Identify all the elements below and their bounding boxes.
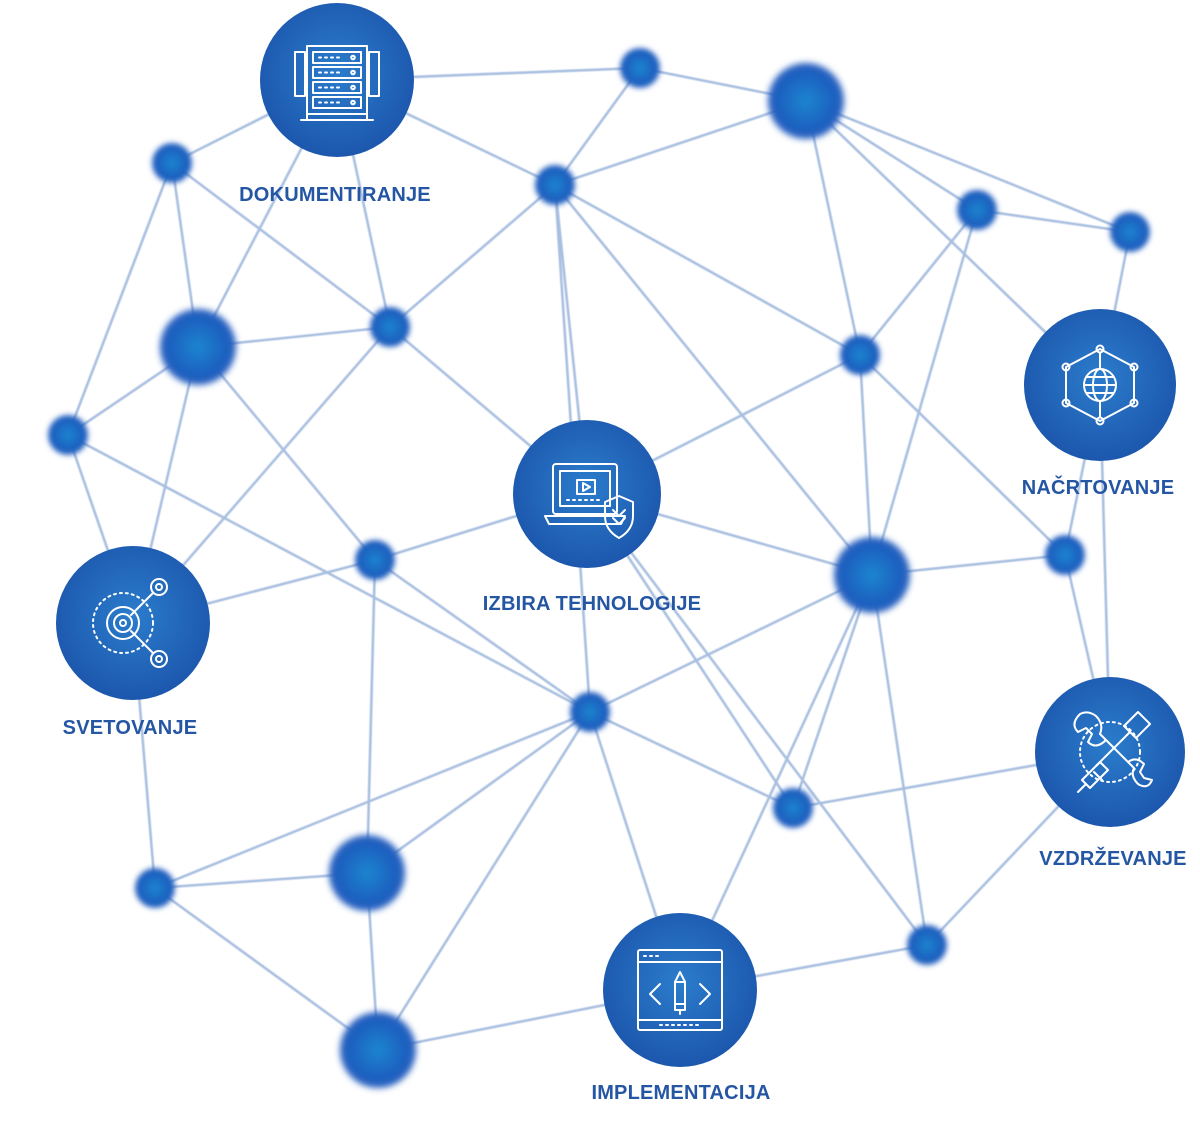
network-edge <box>804 99 1132 234</box>
hub-svetovanje <box>56 546 210 700</box>
network-edge <box>870 573 929 947</box>
network-edge <box>588 710 795 810</box>
nodes <box>48 48 1150 1088</box>
network-edge <box>388 183 557 329</box>
network-node <box>768 63 844 139</box>
wrench-screwdriver-icon <box>1073 711 1153 793</box>
network-node <box>773 788 813 828</box>
target-share-icon <box>92 578 168 668</box>
hub-label-vzdrzevanje: VZDRŽEVANJE <box>1039 848 1187 870</box>
network-node <box>160 309 236 385</box>
network-node <box>957 190 997 230</box>
network-edge <box>365 710 592 875</box>
hub-label-implementacija: IMPLEMENTACIJA <box>591 1082 771 1104</box>
network-node <box>135 868 175 908</box>
network-edge <box>553 66 642 187</box>
network-node <box>340 1012 416 1088</box>
network-edge <box>365 558 377 875</box>
network-node <box>355 540 395 580</box>
network-node <box>570 692 610 732</box>
network-edge <box>153 886 380 1052</box>
hub-label-nacrtovanje: NAČRTOVANJE <box>1021 477 1175 499</box>
hub-izbira <box>513 420 661 568</box>
network-edge <box>870 208 979 577</box>
hubs <box>56 3 1185 1067</box>
hub-label-svetovanje: SVETOVANJE <box>62 717 198 739</box>
network-edge <box>153 710 592 890</box>
network-edge <box>585 492 929 947</box>
network-node <box>370 307 410 347</box>
network-edge <box>975 208 1132 234</box>
network-node <box>1110 212 1150 252</box>
hub-vzdrzevanje <box>1035 677 1185 827</box>
network-edge <box>196 345 377 562</box>
network-edge <box>588 573 874 714</box>
network-node <box>840 335 880 375</box>
network-node <box>329 835 405 911</box>
network-edge <box>373 558 592 714</box>
network-edge <box>858 208 979 357</box>
network-edge <box>66 433 592 714</box>
network-edge <box>553 99 808 187</box>
network-node <box>907 925 947 965</box>
hub-nacrtovanje <box>1024 309 1176 461</box>
network-edge <box>170 161 392 329</box>
hub-label-dokumentiranje: DOKUMENTIRANJE <box>239 184 431 206</box>
network-edge <box>858 353 1067 557</box>
hub-circle <box>603 913 757 1067</box>
network-node <box>1045 535 1085 575</box>
network-edge <box>66 161 174 437</box>
network-node <box>535 165 575 205</box>
network-edge <box>376 710 592 1052</box>
network-node <box>834 537 910 613</box>
network-edge <box>804 99 862 357</box>
hub-circle <box>260 3 414 157</box>
laptop-shield-icon <box>544 463 634 539</box>
hub-implementacija <box>603 913 757 1067</box>
network-edge <box>791 573 874 810</box>
network-node <box>620 48 660 88</box>
hub-dokumentiranje <box>260 3 414 157</box>
network-node <box>152 143 192 183</box>
network-edge <box>553 183 862 357</box>
code-pencil-icon <box>637 949 723 1031</box>
network-node <box>48 415 88 455</box>
server-rack-icon <box>294 45 380 121</box>
hub-label-izbira-tehnologije: IZBIRA TEHNOLOGIJE <box>482 593 702 615</box>
network-edge <box>553 183 874 577</box>
globe-network-icon <box>1061 344 1139 426</box>
